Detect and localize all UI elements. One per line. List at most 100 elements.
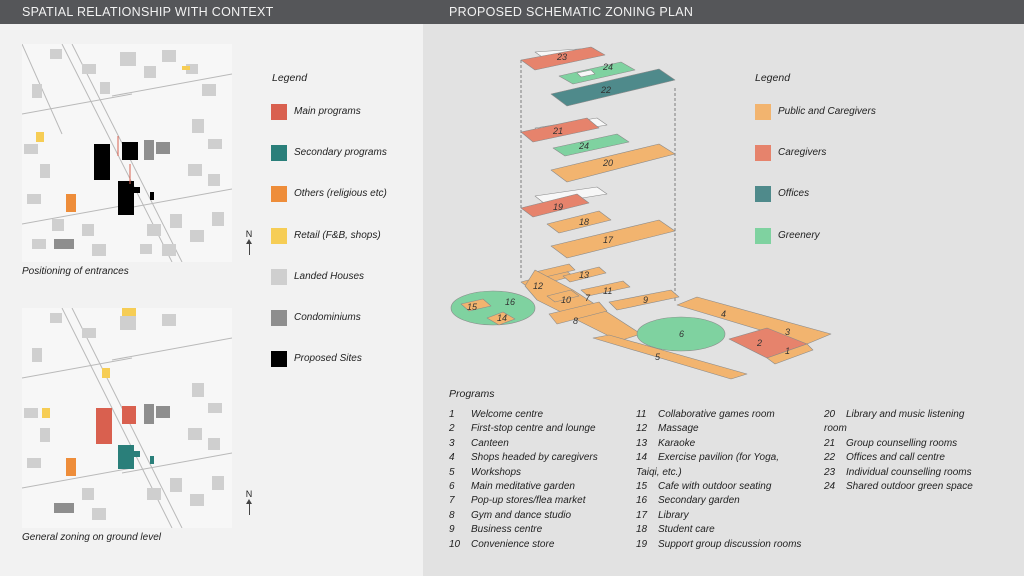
program-number: 2 [449, 423, 455, 435]
zone-label-24-top: 24 [602, 62, 613, 72]
zone-label-15: 15 [467, 302, 478, 312]
zone-5 [592, 334, 748, 380]
zone-label-7: 7 [585, 293, 591, 303]
zone-label-4: 4 [721, 309, 726, 319]
program-item-continued: room [824, 422, 973, 436]
context-panel: Positioning of entrances N General zonin… [0, 24, 423, 576]
north-label: N [245, 489, 253, 499]
legend-label: Secondary programs [294, 147, 387, 158]
zone-label-8: 8 [573, 316, 578, 326]
program-item: 3 Canteen [449, 437, 598, 451]
legend-label: Greenery [778, 230, 820, 241]
legend-swatch [755, 186, 771, 202]
program-label: Taiqi, etc.) [636, 466, 682, 478]
zone-label-13: 13 [579, 270, 589, 280]
zone-23 [520, 46, 606, 71]
north-arrow-top: N [243, 229, 255, 255]
program-label: Library [658, 509, 689, 521]
zone-label-18: 18 [579, 217, 589, 227]
program-number: 3 [449, 437, 455, 449]
zone-22 [550, 68, 676, 107]
legend-swatch [755, 228, 771, 244]
program-label: Collaborative games room [658, 409, 775, 420]
zone-17 [550, 219, 676, 259]
program-number: 11 [636, 409, 647, 420]
zone-label-16: 16 [505, 297, 515, 307]
legend-swatch [271, 104, 287, 120]
legend-label: Public and Caregivers [778, 106, 876, 117]
program-label: Individual counselling rooms [846, 466, 972, 478]
legend-label: Proposed Sites [294, 353, 362, 364]
program-label: Main meditative garden [471, 481, 575, 493]
zoning-legend-title: Legend [755, 72, 791, 84]
zoning-axonometric: 23 24 22 21 24 20 19 18 17 13 12 11 7 10… [450, 46, 832, 380]
program-label: Library and music listening [846, 409, 965, 420]
legend-label: Others (religious etc) [294, 188, 387, 199]
zone-label-3: 3 [785, 327, 790, 337]
legend-swatch [271, 351, 287, 367]
north-arrow-bottom: N [243, 489, 255, 515]
program-label: Convenience store [471, 538, 555, 550]
header-bar: SPATIAL RELATIONSHIP WITH CONTEXT PROPOS… [0, 0, 1024, 24]
program-number: 19 [636, 538, 648, 550]
program-number: 18 [636, 524, 648, 536]
program-label: Canteen [471, 437, 509, 449]
legend-label: Offices [778, 188, 810, 199]
program-number: 9 [449, 524, 455, 536]
zone-label-21: 21 [552, 126, 563, 136]
program-number: 13 [636, 437, 648, 449]
zone-20 [550, 143, 676, 183]
zone-label-5: 5 [655, 352, 661, 362]
left-panel-title: SPATIAL RELATIONSHIP WITH CONTEXT [22, 5, 274, 19]
zone-label-6: 6 [679, 329, 684, 339]
top-map-caption: Positioning of entrances [22, 266, 129, 277]
legend-swatch [271, 186, 287, 202]
program-item: 9 Business centre [449, 523, 598, 537]
right-panel-title: PROPOSED SCHEMATIC ZONING PLAN [449, 5, 694, 19]
zone-24-top [558, 61, 636, 85]
programs-title: Programs [449, 388, 495, 400]
zone-13 [562, 266, 607, 283]
legend-swatch [755, 104, 771, 120]
zone-label-19: 19 [553, 202, 563, 212]
legend-swatch [271, 228, 287, 244]
zone-18 [546, 210, 612, 234]
zone-6 [636, 316, 726, 352]
projection-lines [520, 60, 676, 302]
program-label: Business centre [471, 524, 543, 536]
program-label: Shops headed by caregivers [471, 452, 598, 464]
zone-24-mid [552, 133, 630, 157]
zone-number-labels: 23 24 22 21 24 20 19 18 17 13 12 11 7 10… [467, 52, 790, 362]
legend-swatch [271, 310, 287, 326]
context-map-entrances [22, 44, 232, 262]
legend-label: Main programs [294, 106, 361, 117]
program-label: Workshops [471, 466, 522, 478]
zone-8 [548, 301, 608, 325]
context-map-ground-zoning [22, 308, 232, 528]
program-number: 21 [824, 437, 836, 449]
context-legend-title: Legend [272, 72, 308, 84]
program-label: Group counselling rooms [846, 437, 958, 449]
legend-label: Landed Houses [294, 271, 365, 282]
legend-label: Condominiums [294, 312, 361, 323]
program-item: 21 Group counselling rooms [824, 437, 973, 451]
program-number: 24 [824, 481, 836, 493]
program-number: 7 [449, 495, 455, 507]
north-arrow-icon [245, 239, 252, 255]
north-arrow-icon [245, 499, 252, 515]
zone-label-11: 11 [603, 286, 612, 296]
program-label: Support group discussion rooms [658, 538, 802, 550]
